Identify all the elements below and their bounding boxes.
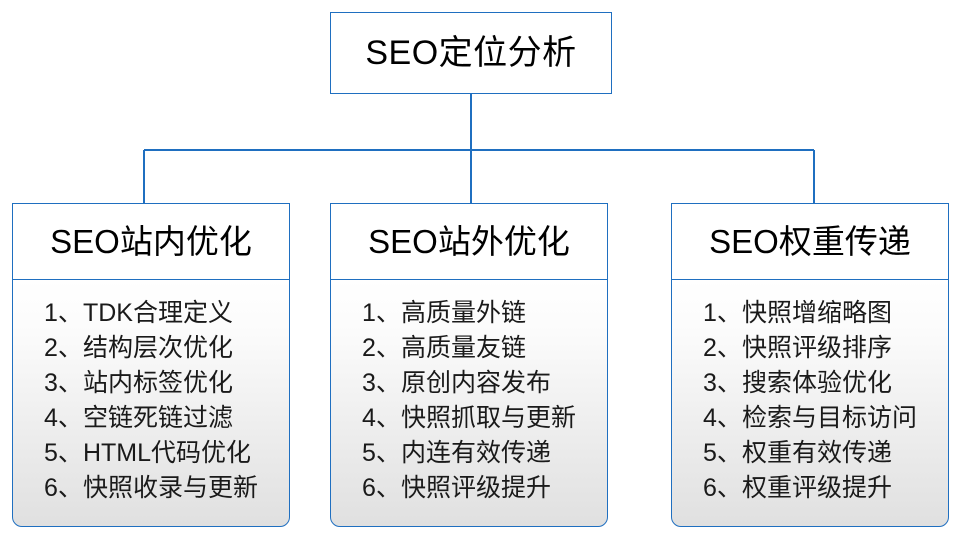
branch-seo-offsite: SEO站外优化 1、 高质量外链 2、 高质量友链 3、 原创内容发布 4、 快 bbox=[330, 203, 608, 527]
branch-header-2[interactable]: SEO站外优化 bbox=[330, 203, 608, 279]
list-item-index: 1、 bbox=[362, 299, 401, 327]
root-node-label: SEO定位分析 bbox=[365, 34, 577, 72]
list-item-label: 快照评级排序 bbox=[741, 334, 892, 362]
list-item: 5、 内连有效传递 bbox=[362, 436, 576, 471]
list-item: 1、 TDK合理定义 bbox=[44, 296, 258, 331]
item-list-2: 1、 高质量外链 2、 高质量友链 3、 原创内容发布 4、 快照抓取与更新 5… bbox=[362, 296, 576, 506]
list-item-label: 权重有效传递 bbox=[741, 439, 892, 467]
list-item: 5、 权重有效传递 bbox=[703, 436, 917, 471]
branch-seo-weight-transfer: SEO权重传递 1、 快照增缩略图 2、 快照评级排序 3、 搜索体验优化 4、 bbox=[671, 203, 949, 527]
list-item-label: 搜索体验优化 bbox=[741, 369, 892, 397]
list-item-label: 结构层次优化 bbox=[82, 334, 233, 362]
list-item-index: 2、 bbox=[44, 334, 83, 362]
list-item: 2、 高质量友链 bbox=[362, 331, 576, 366]
list-item-index: 6、 bbox=[703, 474, 742, 502]
branch-header-1[interactable]: SEO站内优化 bbox=[12, 203, 290, 279]
list-item-index: 5、 bbox=[44, 439, 83, 467]
item-list-1: 1、 TDK合理定义 2、 结构层次优化 3、 站内标签优化 4、 空链死链过滤… bbox=[44, 296, 258, 506]
list-item: 3、 站内标签优化 bbox=[44, 366, 258, 401]
root-node[interactable]: SEO定位分析 bbox=[330, 12, 612, 94]
list-item: 2、 结构层次优化 bbox=[44, 331, 258, 366]
list-item-label: 空链死链过滤 bbox=[82, 404, 233, 432]
list-item-index: 1、 bbox=[703, 299, 742, 327]
list-item-index: 4、 bbox=[703, 404, 742, 432]
list-item: 3、 原创内容发布 bbox=[362, 366, 576, 401]
list-item: 4、 空链死链过滤 bbox=[44, 401, 258, 436]
list-item-index: 3、 bbox=[703, 369, 742, 397]
list-item-index: 2、 bbox=[703, 334, 742, 362]
list-item-label: 快照增缩略图 bbox=[741, 299, 892, 327]
list-item-label: 高质量外链 bbox=[400, 299, 526, 327]
list-item: 5、 HTML代码优化 bbox=[44, 436, 258, 471]
list-item: 6、 快照评级提升 bbox=[362, 471, 576, 506]
branch-body-2: 1、 高质量外链 2、 高质量友链 3、 原创内容发布 4、 快照抓取与更新 5… bbox=[330, 279, 608, 527]
list-item: 4、 快照抓取与更新 bbox=[362, 401, 576, 436]
branch-header-label-1: SEO站内优化 bbox=[50, 223, 252, 260]
list-item-label: 快照评级提升 bbox=[400, 474, 551, 502]
list-item-label: 权重评级提升 bbox=[741, 474, 892, 502]
list-item: 2、 快照评级排序 bbox=[703, 331, 917, 366]
list-item-index: 5、 bbox=[703, 439, 742, 467]
list-item-index: 4、 bbox=[362, 404, 401, 432]
branch-header-label-2: SEO站外优化 bbox=[368, 223, 570, 260]
branch-seo-onsite: SEO站内优化 1、 TDK合理定义 2、 结构层次优化 3、 站内标签优化 4… bbox=[12, 203, 290, 527]
list-item-label: 快照抓取与更新 bbox=[400, 404, 576, 432]
list-item-index: 1、 bbox=[44, 299, 83, 327]
list-item: 1、 高质量外链 bbox=[362, 296, 576, 331]
list-item: 3、 搜索体验优化 bbox=[703, 366, 917, 401]
branch-body-1: 1、 TDK合理定义 2、 结构层次优化 3、 站内标签优化 4、 空链死链过滤… bbox=[12, 279, 290, 527]
branch-header-label-3: SEO权重传递 bbox=[709, 223, 911, 260]
list-item: 6、 权重评级提升 bbox=[703, 471, 917, 506]
list-item-label: HTML代码优化 bbox=[82, 439, 251, 467]
item-list-3: 1、 快照增缩略图 2、 快照评级排序 3、 搜索体验优化 4、 检索与目标访问… bbox=[703, 296, 917, 506]
list-item-label: 快照收录与更新 bbox=[82, 474, 258, 502]
list-item-index: 5、 bbox=[362, 439, 401, 467]
list-item: 1、 快照增缩略图 bbox=[703, 296, 917, 331]
list-item-label: 检索与目标访问 bbox=[741, 404, 917, 432]
branch-header-3[interactable]: SEO权重传递 bbox=[671, 203, 949, 279]
list-item-index: 2、 bbox=[362, 334, 401, 362]
list-item-index: 6、 bbox=[362, 474, 401, 502]
list-item-label: 高质量友链 bbox=[400, 334, 526, 362]
list-item-index: 4、 bbox=[44, 404, 83, 432]
list-item-label: 内连有效传递 bbox=[400, 439, 551, 467]
branch-body-3: 1、 快照增缩略图 2、 快照评级排序 3、 搜索体验优化 4、 检索与目标访问… bbox=[671, 279, 949, 527]
list-item-label: 站内标签优化 bbox=[82, 369, 233, 397]
list-item: 6、 快照收录与更新 bbox=[44, 471, 258, 506]
list-item-label: TDK合理定义 bbox=[82, 299, 233, 327]
list-item: 4、 检索与目标访问 bbox=[703, 401, 917, 436]
list-item-index: 3、 bbox=[44, 369, 83, 397]
list-item-label: 原创内容发布 bbox=[400, 369, 551, 397]
list-item-index: 6、 bbox=[44, 474, 83, 502]
list-item-index: 3、 bbox=[362, 369, 401, 397]
